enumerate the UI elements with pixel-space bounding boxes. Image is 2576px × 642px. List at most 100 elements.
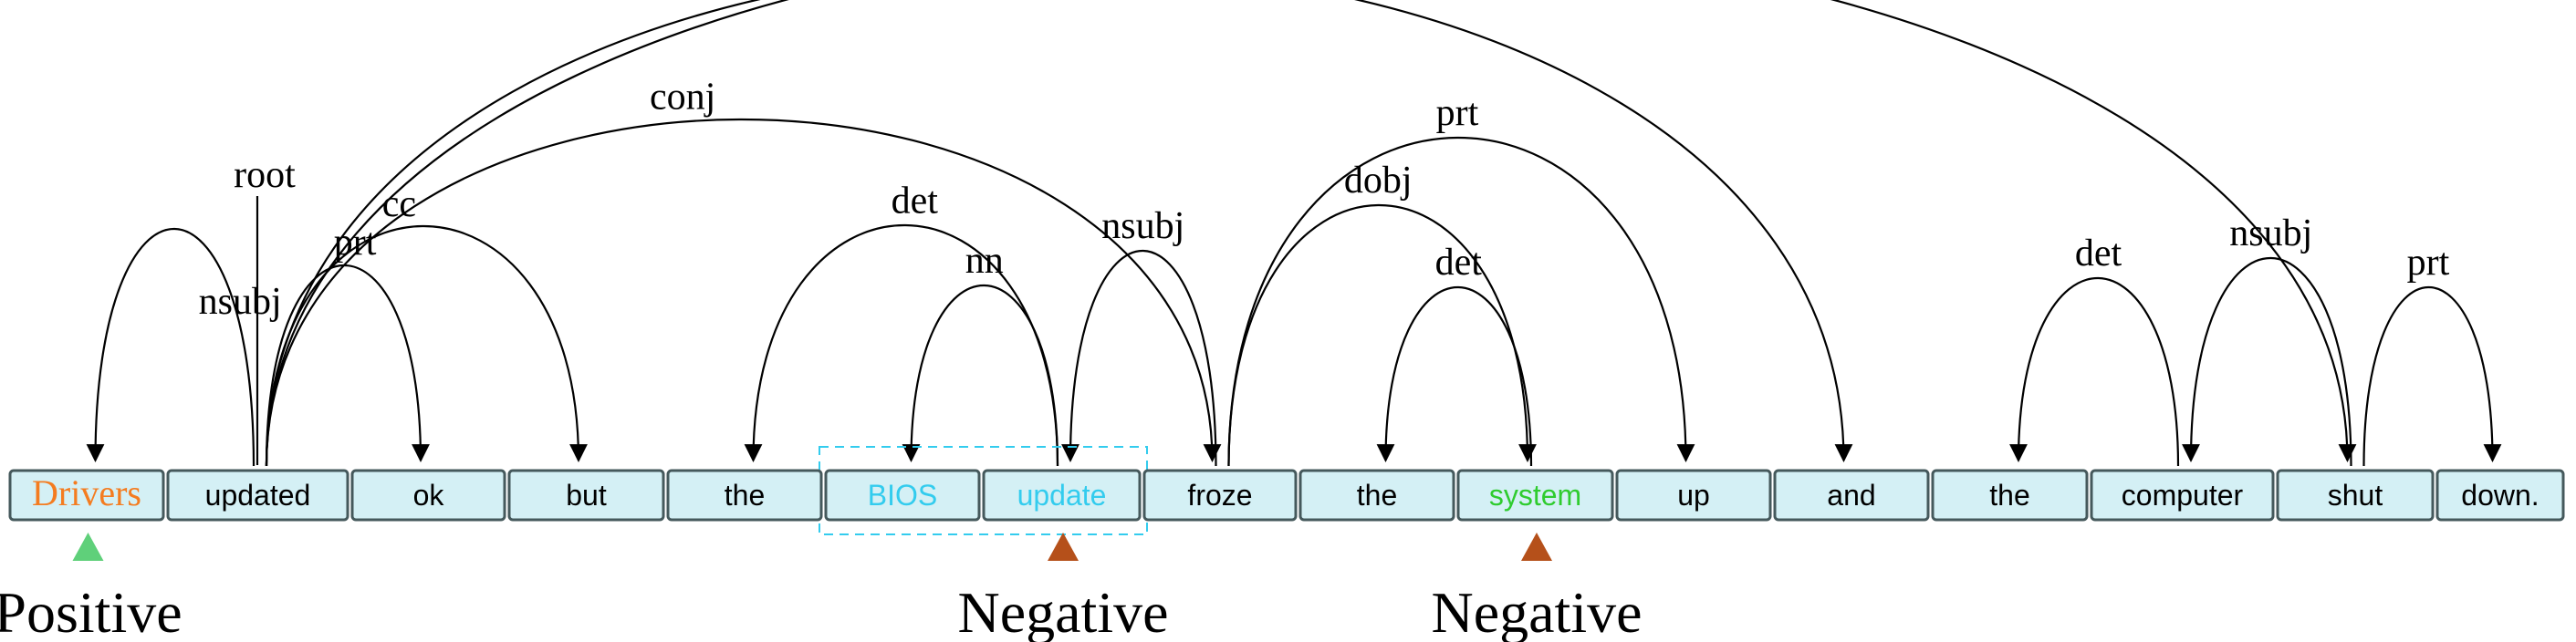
sentiment-label: Negative — [958, 580, 1169, 642]
arc-curve — [265, 225, 588, 467]
token-1: updated — [166, 469, 349, 522]
arc-label: nsubj — [199, 281, 282, 323]
arc-label: det — [892, 181, 939, 223]
token-box — [1456, 469, 1614, 522]
token-box — [166, 469, 349, 522]
arc-label: nn — [965, 240, 1004, 282]
sentiment-label: Positive — [0, 580, 183, 642]
token-3: but — [507, 469, 665, 522]
token-text: ok — [413, 479, 445, 512]
sentiment-1: Negative — [958, 533, 1169, 642]
arc-conj-5: conj — [265, 0, 2357, 467]
token-0: Drivers — [8, 469, 165, 522]
arc-curve — [2009, 277, 2180, 467]
token-box — [1615, 469, 1772, 522]
token-text: BIOS — [868, 479, 937, 512]
token-text: and — [1827, 479, 1875, 512]
aspect-group — [819, 446, 1148, 535]
token-10: up — [1615, 469, 1772, 522]
arc-label: det — [1435, 242, 1483, 284]
arc-curve — [265, 264, 430, 467]
arc-nn-7: nn — [902, 240, 1059, 467]
arc-prt-10: prt — [1227, 92, 1695, 467]
arc-det-11: det — [1376, 242, 1533, 467]
root-arc: root — [234, 154, 296, 465]
token-text: updated — [205, 479, 311, 512]
token-text: computer — [2122, 479, 2244, 512]
arc-curve — [744, 224, 1059, 467]
sentiment-0: Positive — [0, 533, 183, 642]
token-text: down. — [2461, 479, 2539, 512]
token-text: the — [1989, 479, 2029, 512]
token-7: froze — [1142, 469, 1298, 522]
sentiment-markers: Positive Negative Negative — [0, 533, 1643, 642]
token-box — [350, 469, 506, 522]
token-2: ok — [350, 469, 506, 522]
arc-cc-2: cc — [265, 183, 588, 467]
token-box — [1142, 469, 1298, 522]
token-14: shut — [2276, 469, 2435, 522]
arc-curve — [86, 227, 256, 467]
token-9: system — [1456, 469, 1614, 522]
token-text: but — [566, 479, 607, 512]
sentiment-triangle-icon — [1048, 533, 1079, 561]
token-box — [8, 469, 165, 522]
arc-curve — [2362, 285, 2502, 467]
token-box — [982, 469, 1142, 522]
arc-curve — [265, 118, 1222, 467]
token-text: the — [1357, 479, 1397, 512]
arc-curve — [1376, 285, 1533, 467]
arc-conj-3: conj — [265, 77, 1222, 467]
arc-label: dobj — [1344, 160, 1413, 202]
arc-det-6: det — [744, 181, 1059, 467]
sentiment-triangle-icon — [1521, 533, 1552, 561]
token-text: up — [1677, 479, 1710, 512]
arc-curve — [1061, 249, 1217, 467]
arc-label: prt — [334, 222, 377, 264]
arc-nsubj-0: nsubj — [86, 227, 282, 467]
arc-cc-4: cc — [265, 0, 1853, 467]
arc-prt-14: prt — [2362, 242, 2502, 467]
sentiment-label: Negative — [1432, 580, 1643, 642]
arc-curve — [902, 285, 1059, 467]
token-row: Drivers updated ok but the BIOS update froze the… — [8, 469, 2565, 522]
token-text: system — [1489, 479, 1581, 512]
arc-curve — [265, 0, 2357, 467]
aspect-group-box — [819, 446, 1148, 535]
arc-label: conj — [650, 77, 715, 119]
arc-label: det — [2075, 233, 2122, 274]
token-12: the — [1931, 469, 2089, 522]
token-box — [507, 469, 665, 522]
arc-nsubj-13: nsubj — [2182, 212, 2352, 467]
arc-label: nsubj — [1101, 205, 1184, 247]
token-text: froze — [1187, 479, 1252, 512]
token-13: computer — [2090, 469, 2275, 522]
arc-nsubj-8: nsubj — [1061, 205, 1217, 467]
arc-curve — [2182, 256, 2352, 467]
token-box — [1931, 469, 2089, 522]
arc-label: prt — [1436, 92, 1479, 134]
token-11: and — [1773, 469, 1930, 522]
token-text: update — [1017, 479, 1107, 512]
token-box — [666, 469, 823, 522]
sentiment-2: Negative — [1432, 533, 1643, 642]
token-box — [824, 469, 981, 522]
token-6: update — [982, 469, 1142, 522]
arc-det-12: det — [2009, 233, 2180, 467]
token-box — [1298, 469, 1455, 522]
token-box — [1773, 469, 1930, 522]
token-text: shut — [2328, 479, 2383, 512]
token-box — [2435, 469, 2565, 522]
token-box — [2090, 469, 2275, 522]
arc-dobj-9: dobj — [1227, 160, 1537, 467]
arc-curve — [265, 0, 1853, 467]
token-text: Drivers — [32, 472, 141, 513]
token-15: down. — [2435, 469, 2565, 522]
token-box — [2276, 469, 2435, 522]
arc-curve — [1227, 204, 1537, 467]
token-5: BIOS — [824, 469, 981, 522]
sentiment-triangle-icon — [72, 533, 104, 561]
token-text: the — [725, 479, 765, 512]
token-4: the — [666, 469, 823, 522]
